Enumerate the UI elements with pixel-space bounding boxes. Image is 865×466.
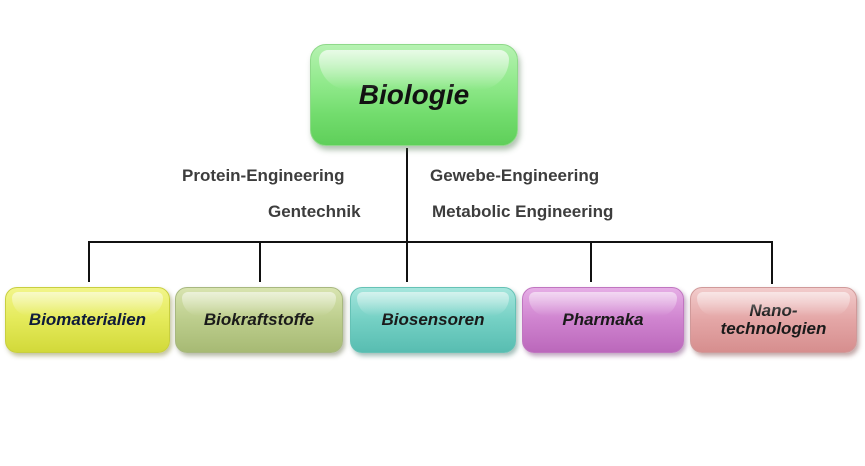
child-node-label-line2: technologien [720,319,827,338]
root-node-label: Biologie [358,79,470,110]
edge-label-protein-engineering: Protein-Engineering [182,166,345,185]
edge-label-metabolic-engineering: Metabolic Engineering [432,202,614,221]
child-node-label: Pharmaka [562,310,644,329]
child-node-biosensoren: Biosensoren [350,287,516,353]
child-node-nanotechnologien: Nano- technologien [690,287,857,353]
child-node-label-group: Nano- technologien [721,302,827,338]
child-node-label: Biokraftstoffe [203,310,315,329]
edge-label-gentechnik: Gentechnik [268,202,361,221]
child-node-biokraftstoffe: Biokraftstoffe [175,287,343,353]
child-node-label: Biosensoren [381,310,485,329]
child-node-pharmaka: Pharmaka [522,287,684,353]
child-node-label-line1: Nano- [749,301,798,320]
child-node-label: Biomaterialien [28,310,147,329]
child-node-biomaterialien: Biomaterialien [5,287,170,353]
root-node-biologie: Biologie [310,44,518,146]
edge-label-gewebe-engineering: Gewebe-Engineering [430,166,600,185]
